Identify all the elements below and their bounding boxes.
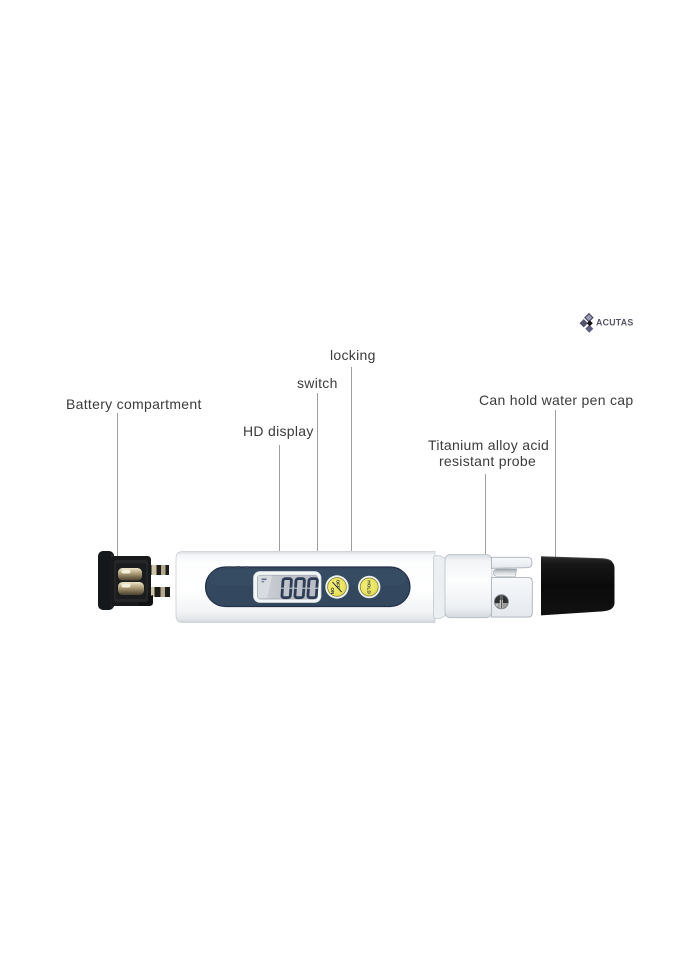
svg-text:HOLD: HOLD [365,580,371,594]
svg-text:OFF: OFF [336,580,341,589]
svg-text:ON: ON [330,587,335,595]
svg-text:ACUTAS: ACUTAS [596,318,634,328]
